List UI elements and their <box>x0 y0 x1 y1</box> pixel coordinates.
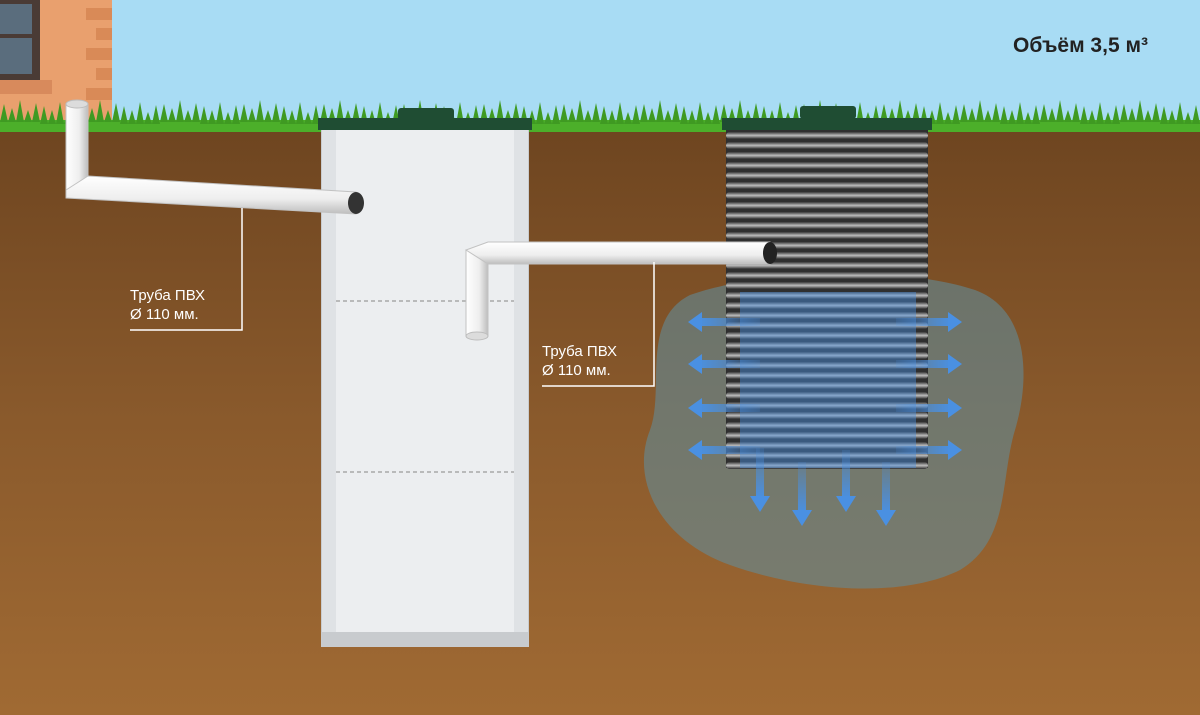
flow-arrow <box>836 450 856 512</box>
flow-arrow <box>896 354 962 374</box>
callout-diameter: Ø 110 мм. <box>130 306 199 323</box>
flow-arrow <box>876 462 896 526</box>
flow-arrow <box>896 312 962 332</box>
flow-arrow <box>896 440 962 460</box>
tank-lid <box>318 118 532 130</box>
callout-diameter: Ø 110 мм. <box>542 362 611 379</box>
flow-arrow <box>750 448 770 512</box>
flow-arrow <box>688 312 760 332</box>
pipe-callout-transfer: Труба ПВХ Ø 110 мм. <box>542 342 617 380</box>
callout-title: Труба ПВХ <box>130 287 206 304</box>
sky <box>0 0 1200 132</box>
pipe-callout-inlet: Труба ПВХ Ø 110 мм. <box>130 286 205 324</box>
flow-arrow <box>688 398 760 418</box>
tank-hatch <box>398 108 454 120</box>
filtration-well <box>722 106 932 469</box>
flow-arrow <box>792 462 812 526</box>
callout-title: Труба ПВХ <box>542 343 618 360</box>
flow-arrow <box>688 354 760 374</box>
well-hatch <box>800 106 856 119</box>
soil <box>0 128 1200 715</box>
house-wall <box>0 0 112 132</box>
volume-label: Объём 3,5 м³ <box>1013 34 1148 57</box>
transfer-pipe <box>464 241 777 341</box>
callout-leader-1 <box>130 208 243 331</box>
septic-tank <box>318 108 532 647</box>
flow-arrows <box>688 312 962 526</box>
callout-leader-2 <box>542 262 655 387</box>
flow-arrow <box>896 398 962 418</box>
inlet-pipe <box>65 99 364 215</box>
flow-arrow <box>688 440 760 460</box>
well-lid <box>722 118 932 130</box>
